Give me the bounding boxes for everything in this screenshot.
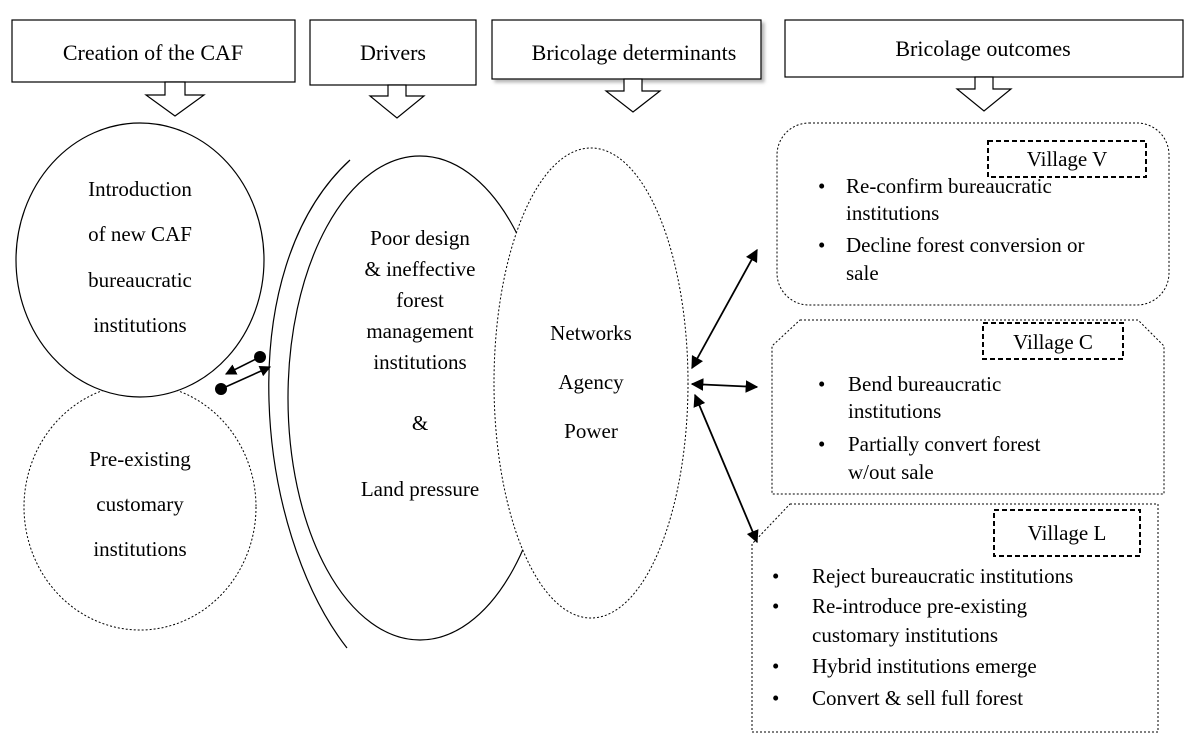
drivers-line-3: forest bbox=[396, 288, 444, 312]
village-v-b1-l2: institutions bbox=[846, 201, 939, 225]
drivers-line-4: management bbox=[366, 319, 473, 343]
new-institutions-ellipse: Introduction of new CAF bureaucratic ins… bbox=[15, 122, 265, 398]
village-c-b2-l2: w/out sale bbox=[848, 460, 934, 484]
new-institutions-line-3: bureaucratic bbox=[88, 268, 192, 292]
drivers-amp: & bbox=[412, 411, 428, 435]
determinants-ellipse: Networks Agency Power bbox=[493, 147, 689, 619]
bullet-dot: • bbox=[818, 372, 825, 396]
header-creation: Creation of the CAF bbox=[11, 19, 296, 83]
arrow-to-village-c bbox=[690, 378, 759, 393]
drivers-line-2: & ineffective bbox=[365, 257, 476, 281]
bullet-dot: • bbox=[818, 432, 825, 456]
village-c-b2-l1: Partially convert forest bbox=[848, 432, 1041, 456]
village-v-b2-l1: Decline forest conversion or bbox=[846, 233, 1085, 257]
drivers-line-1: Poor design bbox=[370, 226, 470, 250]
new-institutions-line-2: of new CAF bbox=[88, 222, 192, 246]
village-l-b1: Reject bureaucratic institutions bbox=[812, 564, 1073, 588]
village-v-b2-l2: sale bbox=[846, 261, 879, 285]
header-determinants: Bricolage determinants bbox=[491, 19, 762, 80]
customary-line-2: customary bbox=[96, 492, 184, 516]
bullet-dot: • bbox=[772, 594, 779, 618]
arrow-to-village-v bbox=[691, 248, 758, 370]
determinant-networks: Networks bbox=[550, 321, 632, 345]
customary-ellipse: Pre-existing customary institutions bbox=[23, 383, 257, 631]
village-c-label: Village C bbox=[1013, 330, 1093, 354]
village-c-b1-l1: Bend bureaucratic bbox=[848, 372, 1001, 396]
customary-line-1: Pre-existing bbox=[89, 447, 191, 471]
drivers-line-5: institutions bbox=[373, 350, 466, 374]
bullet-dot: • bbox=[772, 654, 779, 678]
drivers-ellipse: Poor design & ineffective forest managem… bbox=[287, 155, 553, 641]
customary-line-3: institutions bbox=[93, 537, 186, 561]
connector-arrows bbox=[215, 351, 272, 395]
bullet-dot: • bbox=[818, 233, 825, 257]
new-institutions-line-1: Introduction bbox=[88, 177, 192, 201]
header-outcomes-label: Bricolage outcomes bbox=[895, 36, 1070, 61]
new-institutions-line-4: institutions bbox=[93, 313, 186, 337]
bullet-dot: • bbox=[818, 174, 825, 198]
outcome-village-c: Village C • Bend bureaucratic institutio… bbox=[771, 319, 1165, 495]
village-l-b2-l1: Re-introduce pre-existing bbox=[812, 594, 1028, 618]
determinant-agency: Agency bbox=[558, 370, 624, 394]
bullet-dot: • bbox=[772, 686, 779, 710]
village-v-b1-l1: Re-confirm bureaucratic bbox=[846, 174, 1052, 198]
header-outcomes: Bricolage outcomes bbox=[784, 19, 1184, 78]
village-c-b1-l2: institutions bbox=[848, 399, 941, 423]
village-l-b2-l2: customary institutions bbox=[812, 623, 998, 647]
bullet-dot: • bbox=[772, 564, 779, 588]
outcome-village-l: Village L • Reject bureaucratic institut… bbox=[751, 503, 1159, 733]
village-l-label: Village L bbox=[1028, 521, 1107, 545]
outcome-village-v: Village V • Re-confirm bureaucratic inst… bbox=[776, 122, 1170, 306]
down-arrow-determinants bbox=[604, 78, 662, 113]
village-v-label: Village V bbox=[1027, 147, 1108, 171]
drivers-land: Land pressure bbox=[361, 477, 479, 501]
header-drivers: Drivers bbox=[309, 19, 477, 86]
down-arrow-drivers bbox=[368, 84, 426, 119]
header-determinants-label: Bricolage determinants bbox=[532, 40, 737, 65]
down-arrow-creation bbox=[144, 81, 206, 117]
village-l-b3: Hybrid institutions emerge bbox=[812, 654, 1037, 678]
header-drivers-label: Drivers bbox=[360, 40, 426, 65]
arrow-to-village-l bbox=[693, 393, 759, 544]
header-creation-label: Creation of the CAF bbox=[63, 40, 243, 65]
village-l-b4: Convert & sell full forest bbox=[812, 686, 1023, 710]
determinant-power: Power bbox=[564, 419, 618, 443]
drivers-arc bbox=[268, 159, 351, 649]
down-arrow-outcomes bbox=[955, 76, 1013, 112]
